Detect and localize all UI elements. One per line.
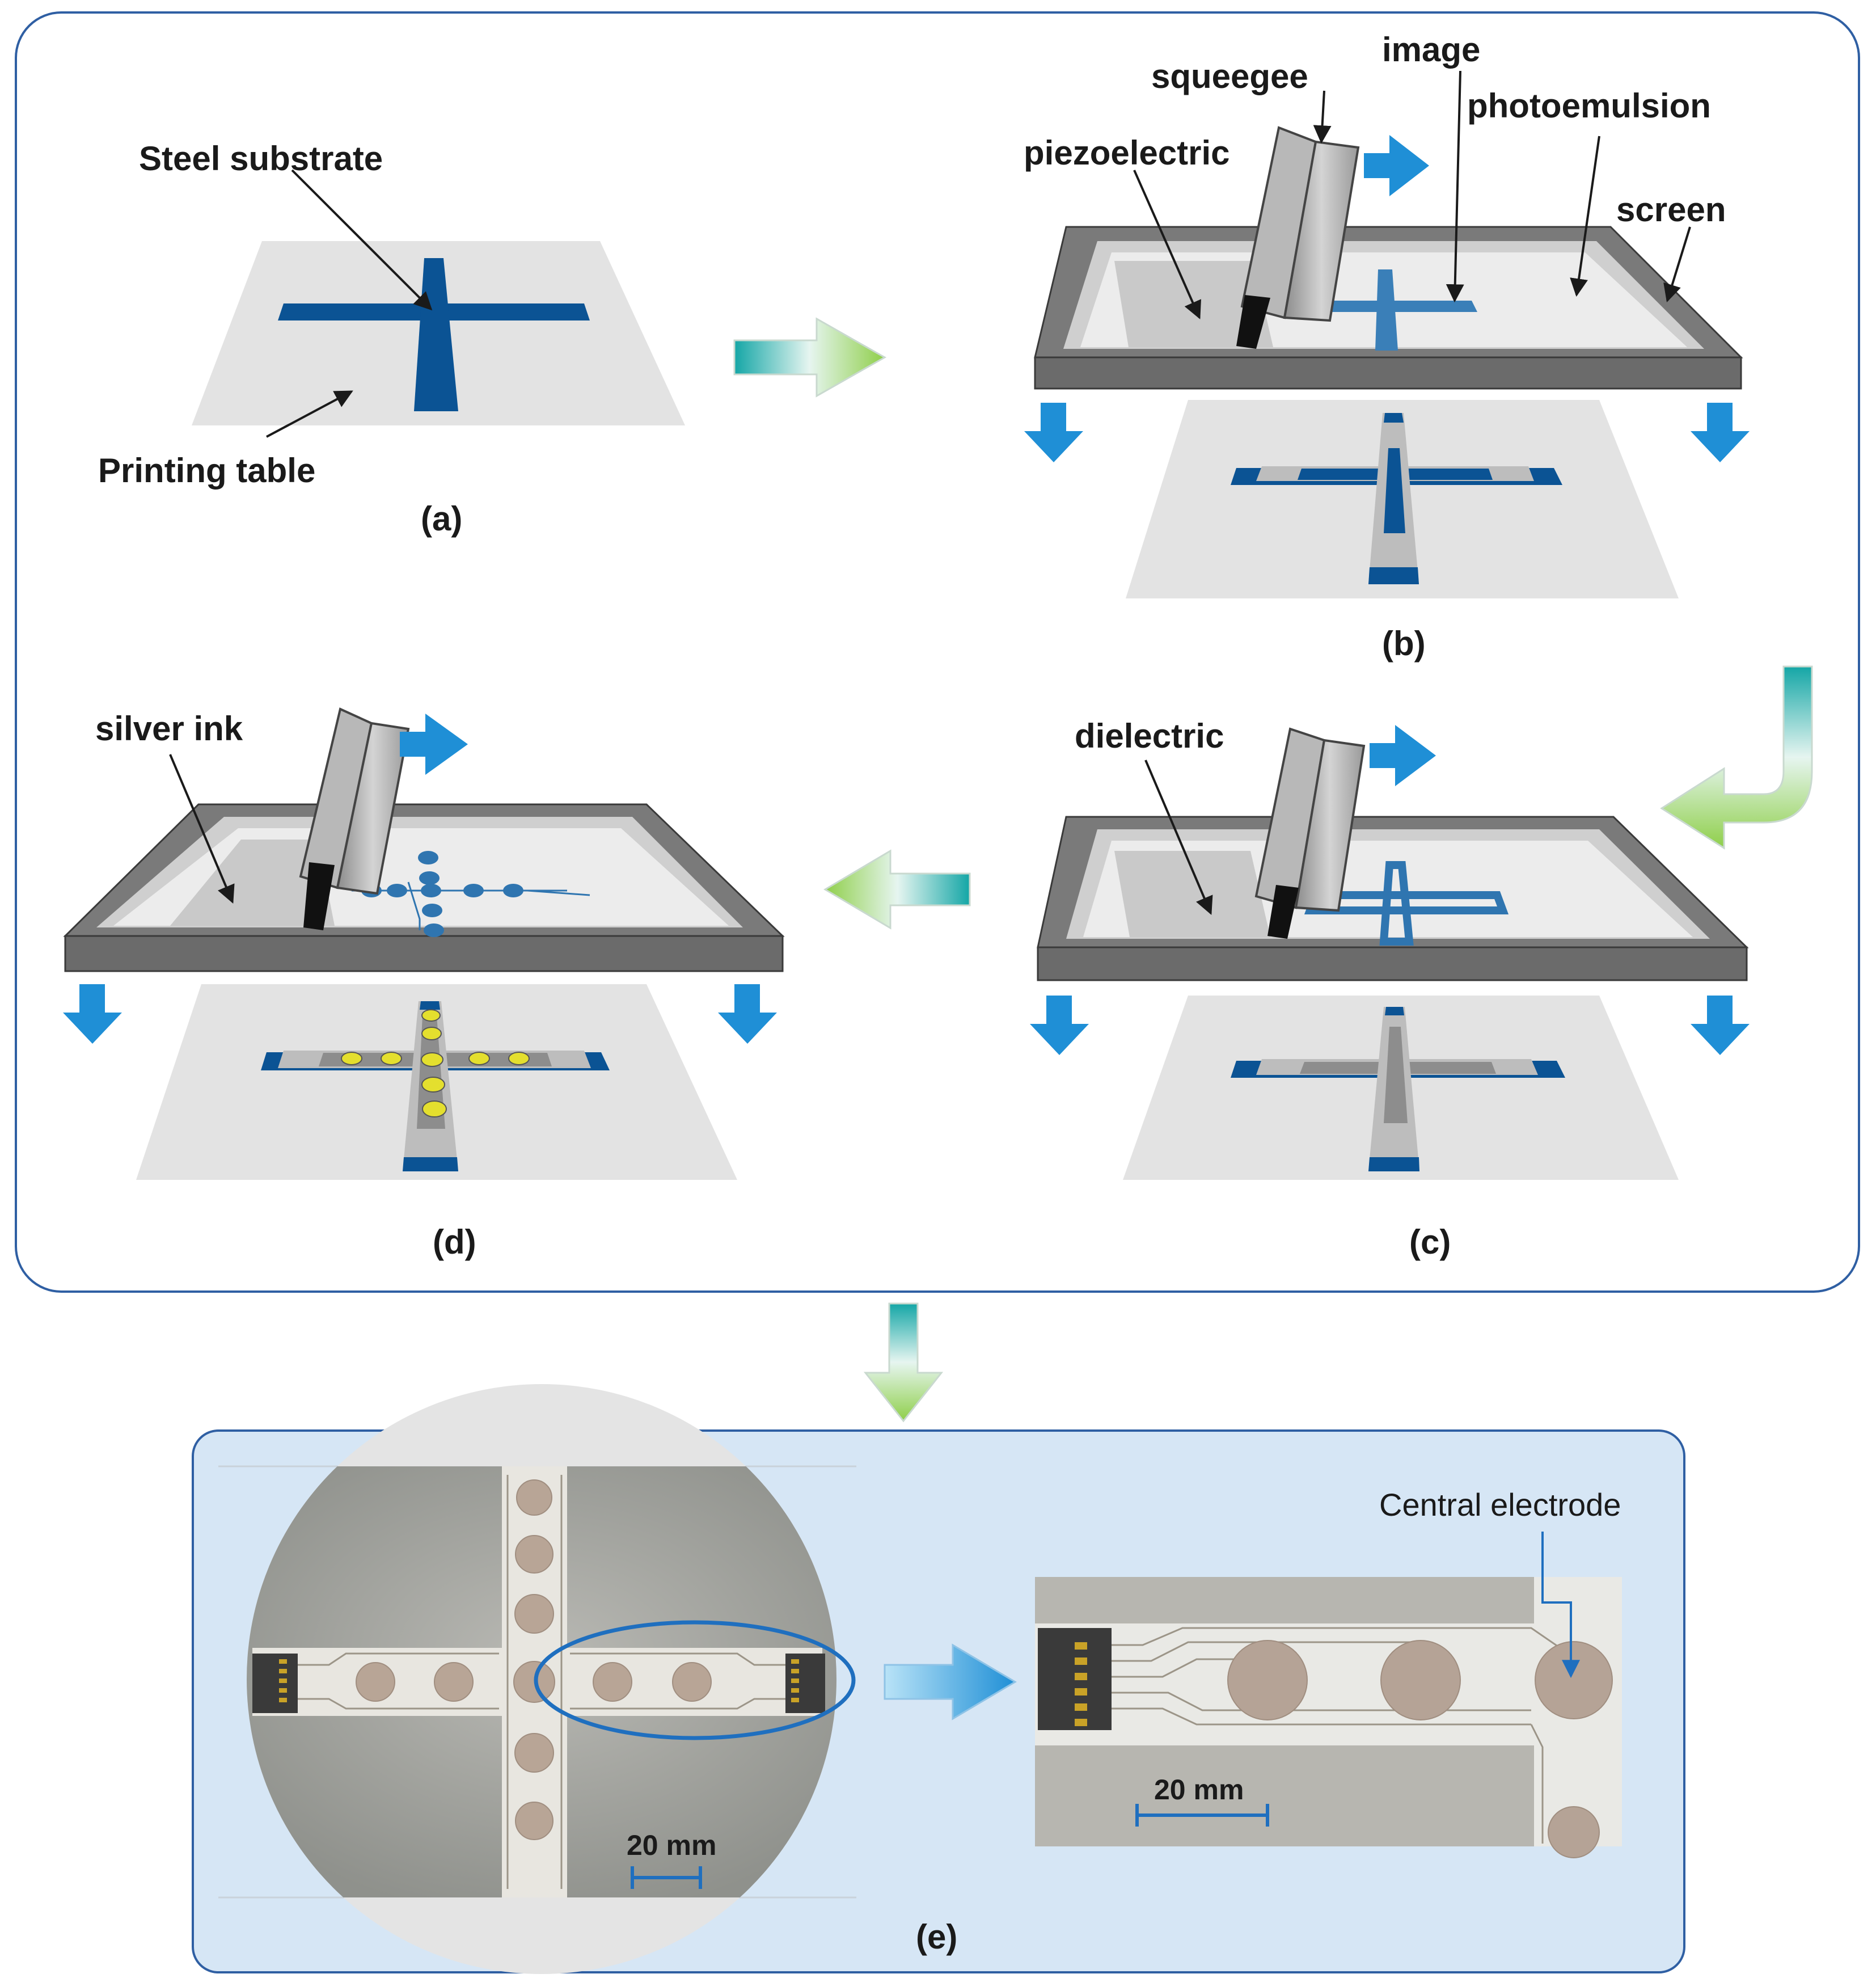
electrode-dot xyxy=(421,1027,442,1040)
motion-arrow-c xyxy=(1370,725,1436,786)
label-image: image xyxy=(1382,31,1480,69)
electrode-dot xyxy=(341,1052,362,1065)
panel-c: dielectric (c) xyxy=(1030,717,1750,1261)
sensor-electrode xyxy=(515,1535,553,1574)
electrode-dot xyxy=(381,1052,402,1065)
label-steel-substrate: Steel substrate xyxy=(139,140,383,178)
silver-ink xyxy=(170,840,335,926)
process-arrow-to-e xyxy=(863,1302,944,1423)
panel-b: squeegee image photoemulsion piezoelectr… xyxy=(1024,31,1750,663)
down-arrow-d-left xyxy=(63,984,122,1044)
zoom-highlight-ellipse xyxy=(534,1620,856,1740)
scale-label-left: 20 mm xyxy=(627,1829,716,1861)
electrode-dot xyxy=(421,1009,441,1022)
zoom-electrode xyxy=(1380,1640,1461,1720)
electrode-dot xyxy=(468,1052,490,1065)
motion-arrow-b xyxy=(1364,135,1429,196)
sensor-electrode xyxy=(356,1662,395,1702)
electrode-dot xyxy=(508,1052,530,1065)
label-screen: screen xyxy=(1616,191,1726,229)
panel-d: silver ink (d) xyxy=(63,707,785,1261)
electrode-dot xyxy=(421,1077,445,1093)
label-squeegee: squeegee xyxy=(1151,57,1308,95)
sensor-electrode xyxy=(516,1479,552,1516)
sensor-electrode xyxy=(514,1733,554,1773)
label-silver-ink: silver ink xyxy=(95,710,243,748)
panel-e: 20 mm xyxy=(192,1384,1685,1974)
scale-label-right: 20 mm xyxy=(1154,1774,1244,1806)
printed-sensor-photo: 20 mm xyxy=(218,1384,856,1974)
process-arrow-b-to-c xyxy=(1660,665,1813,850)
electrode-dot xyxy=(422,1100,447,1117)
screen-image-silver xyxy=(352,851,590,937)
panel-label-e: (e) xyxy=(916,1918,957,1956)
label-printing-table: Printing table xyxy=(98,452,315,490)
process-arrow-c-to-d xyxy=(823,849,971,930)
electrode-dot xyxy=(421,1052,443,1067)
zoom-arrow xyxy=(884,1643,1017,1720)
sensor-electrode xyxy=(514,1594,554,1634)
sensor-electrode xyxy=(672,1662,712,1702)
label-piezoelectric: piezoelectric xyxy=(1024,134,1230,172)
panel-label-c: (c) xyxy=(1409,1223,1451,1261)
down-arrow-d-right xyxy=(718,984,777,1044)
sensor-electrode xyxy=(593,1662,632,1702)
dielectric-ink xyxy=(1114,851,1270,937)
squeegee-c xyxy=(1254,727,1366,939)
panel-label-d: (d) xyxy=(433,1223,476,1261)
screen-image-cross xyxy=(1299,269,1477,351)
sensor-electrode xyxy=(434,1662,474,1702)
printed-silver-cross-d xyxy=(261,1001,610,1171)
panel-label-b: (b) xyxy=(1382,625,1426,663)
label-dielectric: dielectric xyxy=(1075,717,1224,755)
down-arrow-b-right xyxy=(1691,403,1750,462)
squeegee-d xyxy=(299,707,410,930)
process-arrow-a-to-b xyxy=(733,317,887,398)
motion-arrow-d xyxy=(400,714,468,775)
down-arrow-b-left xyxy=(1024,403,1083,462)
printed-piezo-cross-b xyxy=(1231,413,1562,584)
sensor-electrode xyxy=(515,1802,553,1840)
squeegee-b xyxy=(1236,126,1360,349)
zoom-electrode xyxy=(1548,1806,1600,1858)
zoom-electrode xyxy=(1227,1640,1308,1720)
down-arrow-c-left xyxy=(1030,996,1089,1055)
central-electrode xyxy=(1535,1641,1613,1719)
printed-dielectric-cross-c xyxy=(1231,1007,1565,1171)
panel-a: Steel substrate Printing table (a) xyxy=(98,140,685,538)
screen-front-edge xyxy=(1034,356,1742,390)
down-arrow-c-right xyxy=(1691,996,1750,1055)
label-central-electrode: Central electrode xyxy=(1379,1487,1621,1522)
panel-label-a: (a) xyxy=(421,500,462,538)
zoomed-sensor-photo: Central electrode 20 mm xyxy=(1035,1487,1622,1858)
label-photoemulsion: photoemulsion xyxy=(1467,87,1711,125)
